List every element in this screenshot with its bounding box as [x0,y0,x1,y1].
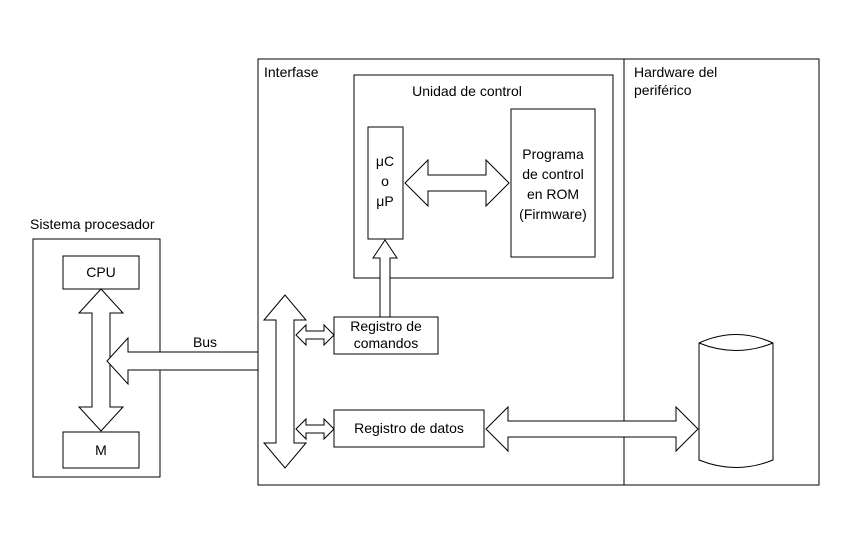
hardware-label-2: periférico [634,82,692,98]
programa-control-box [510,108,596,258]
microcontrolador-box [367,126,404,240]
micro-label-2: o [381,173,389,189]
cpu-label: CPU [86,264,116,280]
programa-label-2: de control [522,166,583,182]
programa-label-1: Programa [522,146,584,162]
cpu-box [62,255,140,290]
programa-label-3: en ROM [527,186,579,202]
bus-datos-arrow [295,417,335,441]
bus-label: Bus [193,334,217,350]
hardware-label-1: Hardware del [634,64,717,80]
micro-label-3: μP [376,193,393,209]
memoria-label: M [95,442,107,458]
periferico-disk-rim [698,342,774,351]
micro-label-1: μC [376,153,394,169]
micro-programa-arrow [404,158,510,208]
unidad-control-label: Unidad de control [412,83,522,99]
datos-hardware-arrow [485,405,699,453]
bus-comandos-arrow [295,323,335,347]
registro-comandos-label-2: comandos [354,335,419,351]
programa-label-4: (Firmware) [519,206,587,222]
memoria-box [62,431,140,469]
registro-comandos-label-1: Registro de [350,318,422,334]
cpu-memoria-arrow [77,288,125,432]
periferico-disk [698,334,774,468]
interfase-label: Interfase [264,64,319,80]
internal-bus-arrow [262,294,308,469]
sistema-procesador-label: Sistema procesador [30,216,155,232]
registro-datos-box [333,409,485,448]
registro-datos-label: Registro de datos [354,420,464,436]
registro-comandos-box [333,316,439,355]
